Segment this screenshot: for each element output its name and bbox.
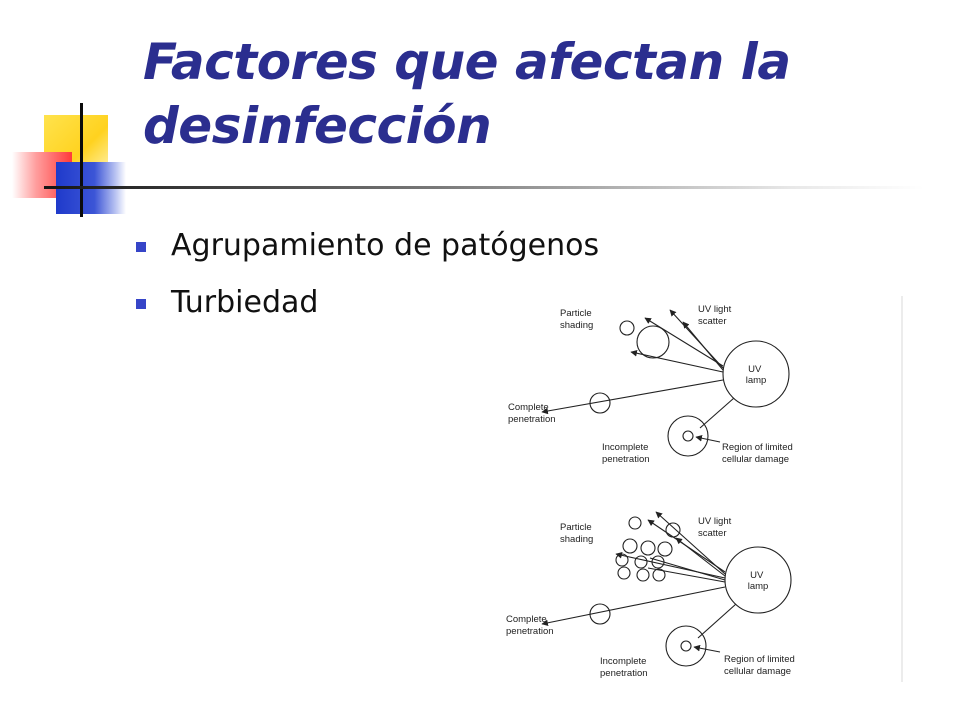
label-complete-penetration: Complete (508, 402, 549, 413)
particle-circle (657, 541, 673, 557)
particle-circle (665, 625, 707, 667)
slide-title: Factores que afectan la desinfección (143, 30, 923, 158)
svg-text:Particle shading: Particle shading (560, 522, 594, 545)
particle-circle (636, 568, 650, 582)
title-underline (44, 186, 924, 189)
particle-circle (619, 320, 635, 336)
label-incomplete-penetration: Incomplete (600, 656, 646, 667)
svg-text:Region of limited cellular: Region of limited cellular damage (724, 654, 797, 677)
label-uv-light-scatter: scatter (698, 316, 727, 327)
label-complete-penetration: penetration (506, 626, 554, 637)
particle-circle (640, 540, 656, 556)
label-particle-shading: Particle (560, 308, 592, 319)
label-region-limited: Region of limited (724, 654, 795, 665)
svg-text:Region of limited cellular: Region of limited cellular damage (722, 442, 795, 465)
label-uv-light-scatter: scatter (698, 528, 727, 539)
particle-circle (622, 538, 638, 554)
label-region-limited: Region of limited (722, 442, 793, 453)
label-uv-light-scatter: UV light (698, 516, 732, 527)
svg-text:UV light scatter: UV light scatter (698, 304, 734, 327)
bullet-item: Agrupamiento de patógenos (135, 222, 599, 279)
logo-vertical-line (80, 103, 83, 217)
label-uv-lamp: UV (750, 570, 764, 581)
label-uv-lamp: UV (748, 364, 762, 375)
label-incomplete-penetration: penetration (600, 668, 648, 679)
uv-diagram-figure: Particle shading UV light scatter UV lam… (498, 296, 904, 686)
label-uv-lamp: lamp (746, 375, 767, 386)
diagram-panel-top (541, 309, 790, 457)
svg-text:UV lamp: UV lamp (748, 570, 769, 592)
particle-circle (636, 325, 670, 359)
label-particle-shading: shading (560, 534, 593, 545)
uv-diagram: Particle shading UV light scatter UV lam… (506, 296, 903, 682)
particle-circle (680, 640, 692, 652)
bullet-square-icon (136, 299, 146, 309)
svg-text:Incomplete penetration: Incomplete penetration (602, 442, 651, 465)
svg-text:Complete penetration: Complete penetration (506, 614, 554, 637)
label-particle-shading: shading (560, 320, 593, 331)
bullet-list: Agrupamiento de patógenos Turbiedad (135, 222, 599, 336)
particle-circle (682, 430, 694, 442)
label-region-limited: cellular damage (724, 666, 791, 677)
particle-circle (667, 415, 709, 457)
particle-circle (617, 566, 631, 580)
label-complete-penetration: Complete (506, 614, 547, 625)
particle-circle (628, 516, 642, 530)
svg-text:UV light scatter: UV light scatter (698, 516, 734, 539)
slide-title-line2: desinfección (143, 97, 492, 155)
bullet-item: Turbiedad (135, 279, 599, 336)
slide-title-line1: Factores que afectan la (143, 33, 791, 91)
label-complete-penetration: penetration (508, 414, 556, 425)
corner-logo (0, 100, 140, 220)
label-region-limited: cellular damage (722, 454, 789, 465)
diagram-panel-bottom (541, 511, 792, 667)
svg-text:Complete penetration: Complete penetration (508, 402, 556, 425)
label-incomplete-penetration: Incomplete (602, 442, 648, 453)
bullet-text: Agrupamiento de patógenos (171, 228, 600, 263)
bullet-square-icon (136, 242, 146, 252)
label-incomplete-penetration: penetration (602, 454, 650, 465)
particle-circle (652, 568, 666, 582)
svg-text:Incomplete penetration: Incomplete penetration (600, 656, 649, 679)
particle-circle (634, 555, 648, 569)
uv-lamp-circle (722, 340, 790, 408)
label-particle-shading: Particle (560, 522, 592, 533)
label-uv-lamp: lamp (748, 581, 769, 592)
particle-circle (665, 522, 681, 538)
svg-text:Particle shading: Particle shading (560, 308, 594, 331)
label-uv-light-scatter: UV light (698, 304, 732, 315)
svg-text:UV lamp: UV lamp (746, 364, 767, 386)
bullet-text: Turbiedad (171, 285, 319, 320)
